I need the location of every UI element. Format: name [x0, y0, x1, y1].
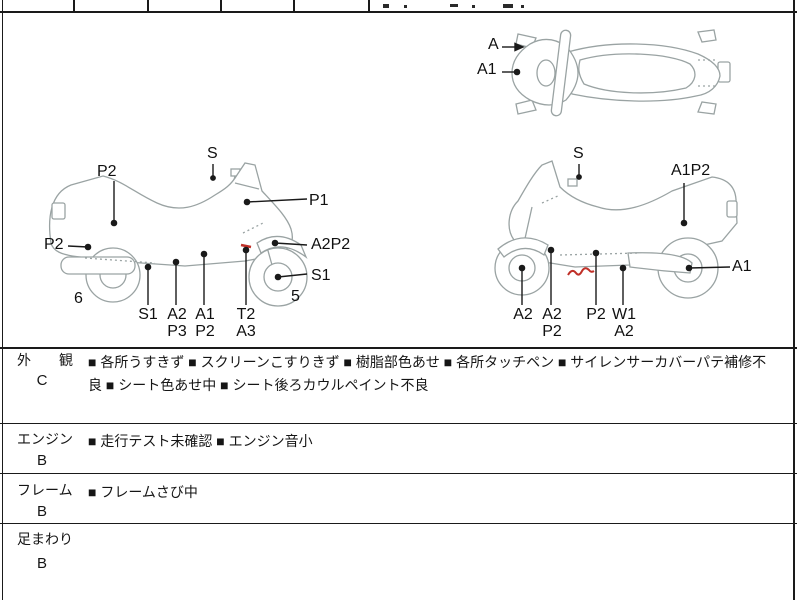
scooter-top-view-drawing	[502, 29, 731, 117]
label-s-mirror-left: S	[207, 145, 218, 162]
pointer-dot	[547, 246, 555, 254]
pointer-dot	[242, 246, 250, 254]
section-divider	[0, 473, 797, 474]
mirror	[567, 178, 578, 187]
label-a1-p2-under: A1 P2	[195, 306, 215, 340]
pointer-dot	[685, 264, 693, 272]
label-p2-rear-fender: P2	[44, 236, 64, 253]
grade-value: B	[36, 452, 47, 469]
cut-off-text-fragment	[404, 5, 407, 8]
label-a2-p2-under: A2 P2	[542, 306, 562, 340]
seam-line	[541, 194, 641, 256]
pointer-dot	[210, 175, 216, 181]
pointer-dot	[680, 219, 688, 227]
sheet-left-border	[2, 0, 3, 600]
pointer-dot	[84, 243, 92, 251]
label-s1-front-wheel: S1	[311, 267, 331, 284]
pointer-dot	[172, 258, 180, 266]
rear-flap	[697, 101, 717, 115]
section-title: フレーム	[17, 482, 73, 498]
pointer-dot	[271, 239, 279, 247]
arrowhead-icon	[514, 42, 525, 52]
tail-light	[51, 202, 66, 220]
label-a2p2: A2P2	[311, 236, 351, 253]
section-title: 外観	[17, 352, 101, 368]
label-p1: P1	[309, 192, 329, 209]
cut-off-text-fragment	[503, 4, 513, 8]
table-border	[0, 11, 797, 13]
label-a-top-view: A	[488, 36, 499, 53]
notes-text: ■ 各所うすきず ■ スクリーンこすりきず ■ 樹脂部色あせ ■ 各所タッチペン…	[88, 354, 767, 393]
pointer-dot	[576, 174, 582, 180]
label-num-6: 6	[74, 290, 83, 307]
section-title: エンジン	[17, 431, 73, 447]
label-s1-under: S1	[138, 306, 158, 323]
handlebar	[550, 29, 572, 117]
front-fender	[256, 235, 308, 259]
sheet-right-border	[793, 0, 795, 600]
pointer-dot	[200, 250, 208, 258]
label-a2-p3-under: A2 P3	[167, 306, 187, 340]
grade-value: C	[36, 372, 48, 389]
cell-border	[73, 0, 75, 11]
label-a2-front-under: A2	[513, 306, 533, 323]
body-outline	[48, 162, 293, 267]
scooter-left-view-drawing	[48, 162, 308, 307]
headlight	[536, 59, 556, 87]
seam-line	[84, 222, 264, 264]
notes-text: ■ フレームさび中	[88, 484, 198, 500]
pointer-dot	[592, 249, 600, 257]
pointer-dot	[513, 68, 521, 76]
pointer-dot	[274, 273, 282, 281]
pointer-dot	[518, 264, 526, 272]
front-fender	[497, 237, 549, 258]
label-num-5: 5	[291, 288, 300, 305]
label-w1-a2-under: W1 A2	[612, 306, 636, 340]
section-divider	[0, 423, 797, 424]
pointer-line-p2-fender	[67, 245, 89, 248]
label-t2-a3-under: T2 A3	[236, 306, 256, 340]
damage-mark-red	[240, 243, 252, 249]
grade-value: B	[36, 503, 47, 520]
pointer-dot	[619, 264, 627, 272]
cell-border	[220, 0, 222, 11]
section-title: 足まわり	[17, 531, 73, 547]
label-p2-tail: P2	[97, 163, 117, 180]
windscreen-base	[234, 182, 260, 190]
cell-border	[293, 0, 295, 11]
rear-flap	[697, 29, 717, 43]
front-fork	[523, 206, 533, 244]
cut-off-text-fragment	[521, 5, 524, 8]
cut-off-text-fragment	[450, 4, 458, 7]
scooter-right-view-drawing	[494, 160, 738, 305]
pointer-line-a1	[688, 266, 731, 269]
tail-light	[726, 200, 738, 218]
pointer-line-a2p2	[274, 242, 308, 246]
grade-value: B	[36, 555, 47, 572]
section-divider	[0, 347, 797, 349]
seam-line	[698, 59, 716, 87]
mirror-right	[515, 99, 537, 115]
notes-text: ■ 走行テスト未確認 ■ エンジン音小	[88, 433, 313, 449]
label-p2-floor: P2	[586, 306, 606, 323]
muffler	[60, 256, 136, 275]
label-s-mirror-right: S	[573, 145, 584, 162]
pointer-line-p1	[246, 198, 308, 203]
cut-off-text-fragment	[472, 5, 475, 8]
label-a1p2-tail: A1P2	[671, 162, 711, 179]
cut-off-text-fragment	[383, 4, 389, 8]
label-a1-top-view: A1	[477, 61, 497, 78]
pointer-dot	[144, 263, 152, 271]
section-divider	[0, 523, 797, 524]
pointer-line-s1-front	[277, 273, 308, 278]
pointer-dot	[110, 219, 118, 227]
seat	[578, 53, 696, 94]
cell-border	[147, 0, 149, 11]
damage-mark-red	[567, 267, 595, 276]
pointer-dot	[243, 198, 251, 206]
cell-border	[368, 0, 370, 11]
label-a1-rear: A1	[732, 258, 752, 275]
